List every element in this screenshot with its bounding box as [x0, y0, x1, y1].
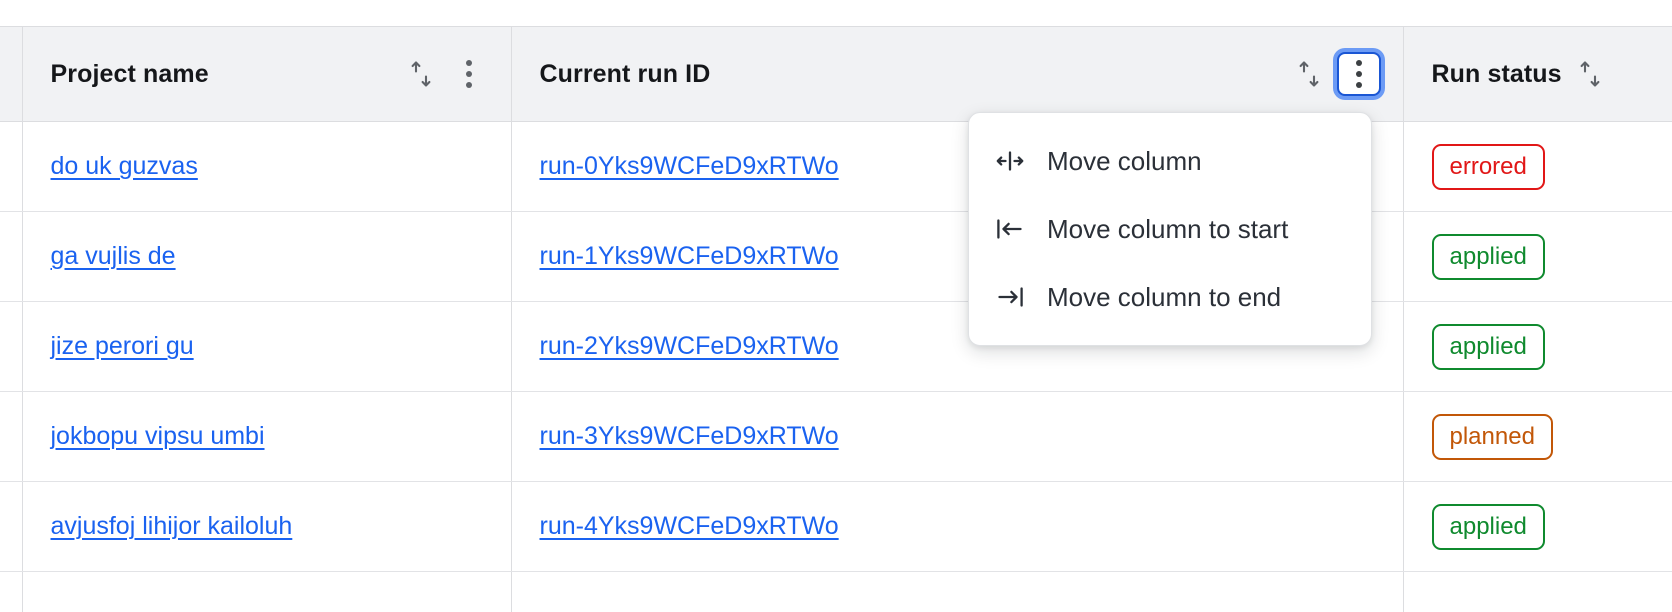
status-badge: applied	[1431, 323, 1545, 370]
run-id-link[interactable]: run-3Yks9WCFeD9xRTWo	[539, 422, 839, 450]
project-name-link[interactable]: jokbopu vipsu umbi	[50, 422, 265, 450]
menu-item-move-column-to-end[interactable]: Move column to end	[969, 263, 1371, 331]
sort-toggle-project-name[interactable]	[403, 54, 439, 94]
project-name-link[interactable]: ga vujlis de	[50, 242, 176, 270]
menu-item-label: Move column to start	[1047, 213, 1289, 244]
menu-item-label: Move column to end	[1047, 281, 1282, 312]
cell-current-run-id: run-3Yks9WCFeD9xRTWo	[511, 391, 1404, 482]
column-context-menu: Move column Move column to start Move co…	[968, 112, 1372, 346]
cell-project-name: ga vujlis de	[22, 211, 512, 302]
status-badge: applied	[1431, 503, 1545, 550]
sort-toggle-run-status[interactable]	[1572, 54, 1608, 94]
cell-run-status	[1403, 571, 1672, 612]
column-header-label-project-name: Project name	[50, 59, 209, 88]
row-select-gutter-cell	[0, 391, 23, 482]
kebab-menu-icon	[465, 60, 472, 88]
cell-current-run-id: run-4Yks9WCFeD9xRTWo	[511, 481, 1404, 572]
row-select-gutter-cell	[0, 121, 23, 212]
cell-run-status: applied	[1403, 481, 1672, 572]
row-select-gutter-cell	[0, 211, 23, 302]
cell-run-status: errored	[1403, 121, 1672, 212]
cell-run-status: planned	[1403, 391, 1672, 482]
status-badge: applied	[1431, 233, 1545, 280]
cell-current-run-id	[511, 571, 1404, 612]
column-header-run-status: Run status	[1403, 26, 1672, 122]
column-header-project-name: Project name	[22, 26, 512, 122]
row-select-gutter-cell	[0, 571, 23, 612]
cell-project-name: avjusfoj lihijor kailoluh	[22, 481, 512, 572]
cell-project-name: do uk guzvas	[22, 121, 512, 212]
row-select-gutter-cell	[0, 481, 23, 572]
sort-arrows-icon	[1296, 59, 1322, 89]
cell-project-name: jize perori gu	[22, 301, 512, 392]
kebab-menu-icon	[1355, 60, 1362, 88]
status-badge: errored	[1431, 143, 1545, 190]
table-header: Project name	[0, 26, 1672, 122]
table-row[interactable]: jize perori gu run-2Yks9WCFeD9xRTWo appl…	[0, 301, 1672, 392]
table-row[interactable]: avjusfoj lihijor kailoluh run-4Yks9WCFeD…	[0, 481, 1672, 572]
header-row: Project name	[0, 26, 1672, 122]
table-row[interactable]: jokbopu vipsu umbi run-3Yks9WCFeD9xRTWo …	[0, 391, 1672, 482]
column-menu-button-project-name[interactable]	[449, 54, 489, 94]
column-header-label-current-run-id: Current run ID	[539, 59, 711, 88]
project-name-link[interactable]: do uk guzvas	[50, 152, 198, 180]
move-column-icon	[995, 150, 1025, 172]
projects-table: Project name	[0, 26, 1672, 612]
status-badge: planned	[1431, 413, 1553, 460]
menu-item-label: Move column	[1047, 145, 1202, 176]
cell-project-name	[22, 571, 512, 612]
table-body: do uk guzvas run-0Yks9WCFeD9xRTWo errore…	[0, 121, 1672, 612]
table-row[interactable]: ga vujlis de run-1Yks9WCFeD9xRTWo applie…	[0, 211, 1672, 302]
move-column-to-end-icon	[995, 286, 1025, 308]
cell-run-status: applied	[1403, 211, 1672, 302]
projects-table-container: Project name	[0, 26, 1672, 612]
cell-project-name: jokbopu vipsu umbi	[22, 391, 512, 482]
column-header-label-run-status: Run status	[1431, 59, 1562, 88]
run-id-link[interactable]: run-0Yks9WCFeD9xRTWo	[539, 152, 839, 180]
run-id-link[interactable]: run-4Yks9WCFeD9xRTWo	[539, 512, 839, 540]
column-header-current-run-id: Current run ID	[511, 26, 1404, 122]
run-id-link[interactable]: run-2Yks9WCFeD9xRTWo	[539, 332, 839, 360]
row-select-gutter-cell	[0, 301, 23, 392]
project-name-link[interactable]: avjusfoj lihijor kailoluh	[50, 512, 293, 540]
menu-item-move-column[interactable]: Move column	[969, 127, 1371, 195]
run-id-link[interactable]: run-1Yks9WCFeD9xRTWo	[539, 242, 839, 270]
sort-toggle-current-run-id[interactable]	[1291, 54, 1327, 94]
project-name-link[interactable]: jize perori gu	[50, 332, 194, 360]
table-row-partial[interactable]	[0, 571, 1672, 612]
menu-item-move-column-to-start[interactable]: Move column to start	[969, 195, 1371, 263]
cell-run-status: applied	[1403, 301, 1672, 392]
sort-arrows-icon	[408, 59, 434, 89]
move-column-to-start-icon	[995, 218, 1025, 240]
sort-arrows-icon	[1577, 59, 1603, 89]
row-select-gutter-header	[0, 26, 23, 122]
column-menu-button-current-run-id[interactable]	[1336, 52, 1381, 96]
table-row[interactable]: do uk guzvas run-0Yks9WCFeD9xRTWo errore…	[0, 121, 1672, 212]
